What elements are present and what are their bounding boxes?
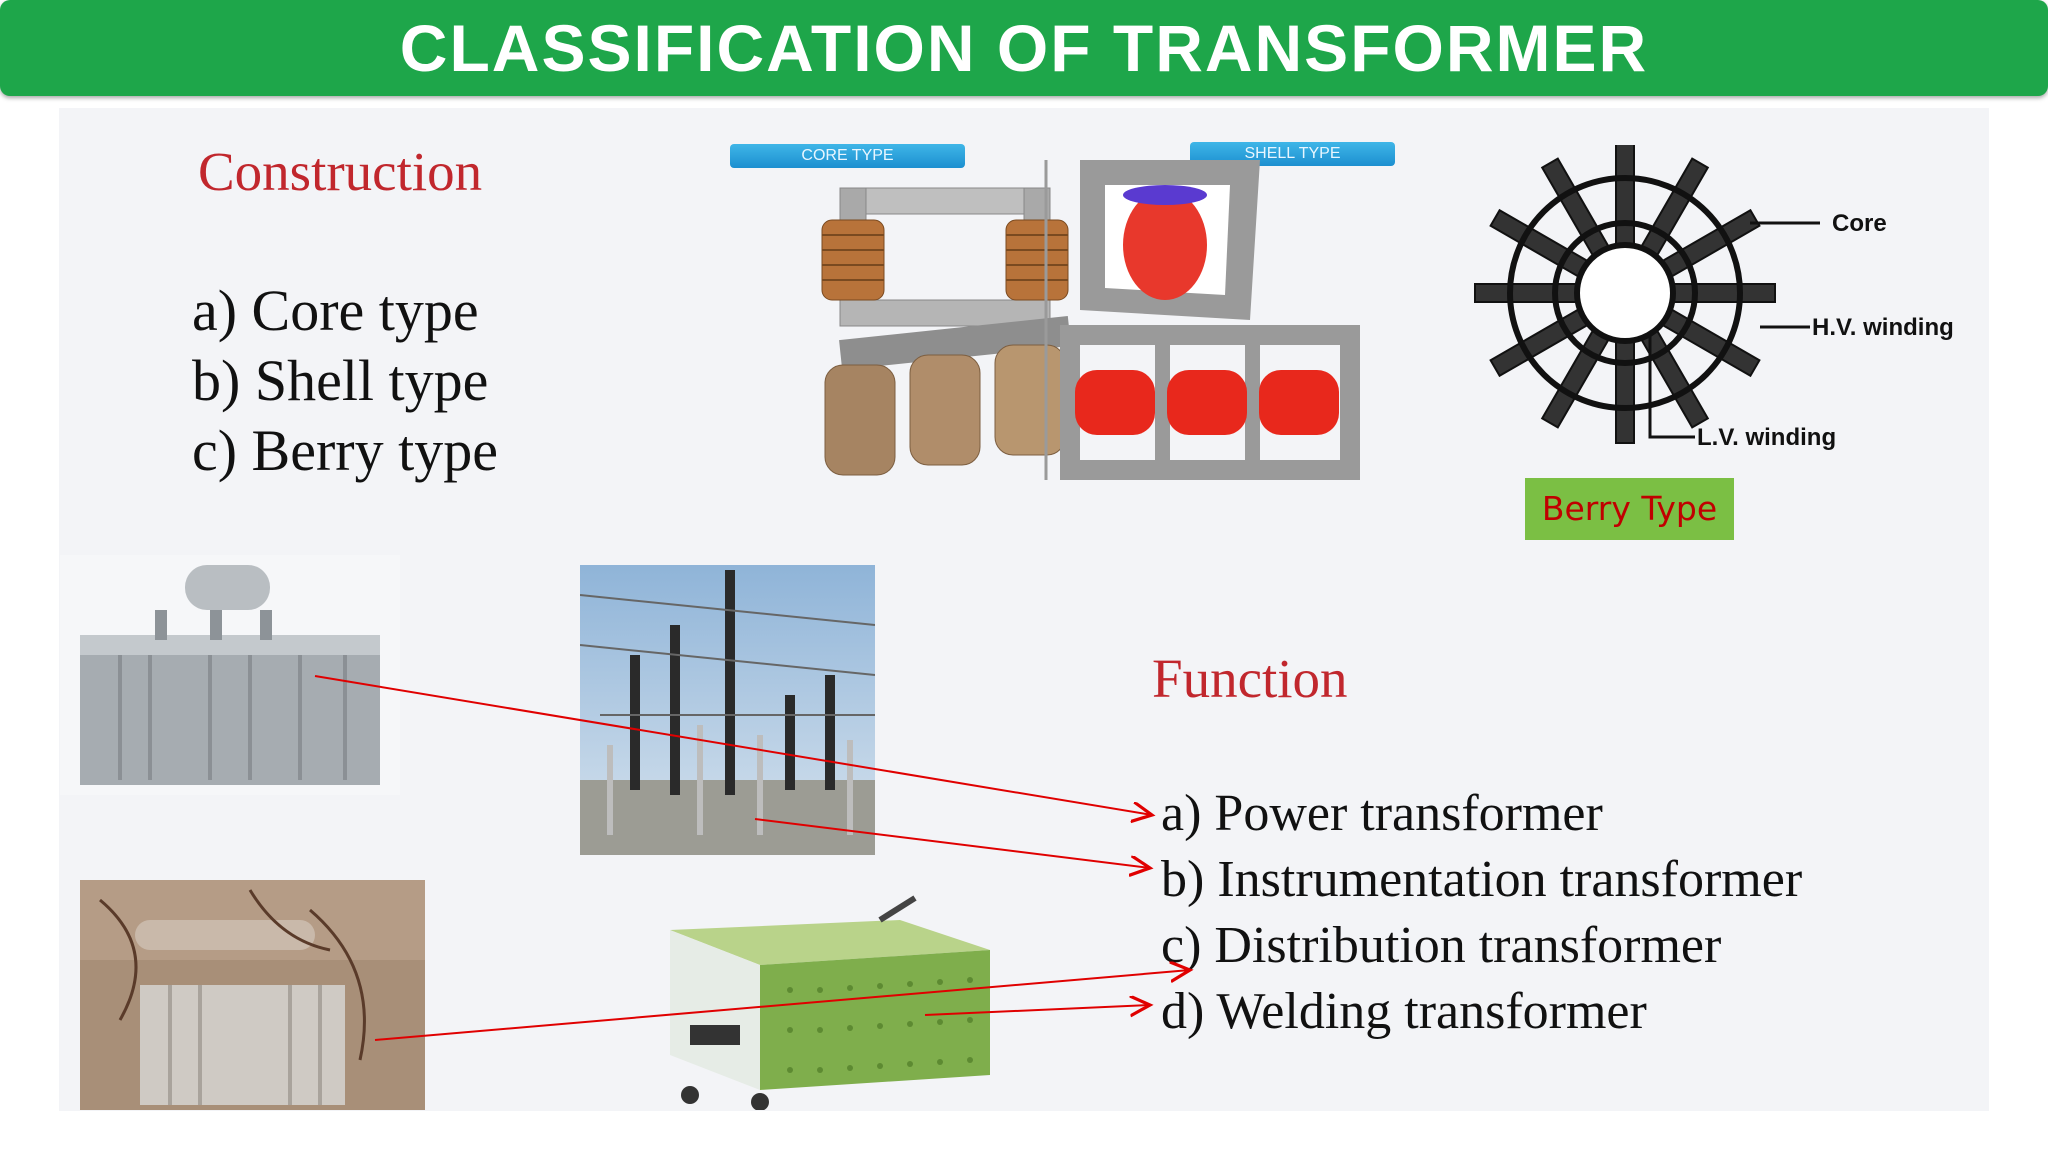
core-shell-type-image [821, 160, 1360, 480]
function-item-instrumentation: b) Instrumentation transformer [1161, 851, 1803, 908]
berry-lv-winding-label: L.V. winding [1697, 424, 1836, 451]
arrow-welding-transformer [924, 1005, 1150, 1015]
function-heading: Function [1152, 648, 1348, 709]
distribution-transformer-image [80, 880, 425, 1110]
function-item-power: a) Power transformer [1161, 785, 1603, 842]
construction-list: a) Core type b) Shell type c) Berry type [192, 276, 498, 486]
core-type-core-illustration [821, 187, 1069, 327]
function-item-welding: d) Welding transformer [1161, 983, 1647, 1040]
arrow-power-transformer [314, 675, 1152, 815]
berry-hv-winding-label: H.V. winding [1812, 314, 1954, 341]
arrow-distribution-transformer [374, 970, 1190, 1041]
construction-heading: Construction [198, 141, 483, 202]
power-transformer-image [60, 555, 400, 795]
arrow-instrumentation-transformer [754, 818, 1150, 868]
instrumentation-transformer-image [580, 565, 875, 855]
berry-type-diagram: Core H.V. winding L.V. winding [1474, 145, 1954, 451]
title-banner: CLASSIFICATION OF TRANSFORMER [0, 0, 2048, 96]
welding-transformer-image [670, 895, 990, 1110]
construction-item-shell: b) Shell type [192, 348, 489, 413]
shell-type-three-phase-illustration [1060, 325, 1360, 480]
function-item-distribution: c) Distribution transformer [1161, 917, 1722, 974]
function-list: a) Power transformer b) Instrumentation … [1161, 781, 1802, 1045]
page-title: CLASSIFICATION OF TRANSFORMER [399, 11, 1649, 85]
shell-type-single-illustration [1080, 160, 1260, 320]
construction-item-berry: c) Berry type [192, 418, 498, 483]
construction-item-core: a) Core type [192, 278, 479, 343]
berry-spokes [1474, 145, 1776, 444]
core-type-tag: CORE TYPE [730, 144, 965, 168]
berry-core-label: Core [1832, 210, 1887, 237]
berry-type-caption: Berry Type [1525, 478, 1734, 540]
